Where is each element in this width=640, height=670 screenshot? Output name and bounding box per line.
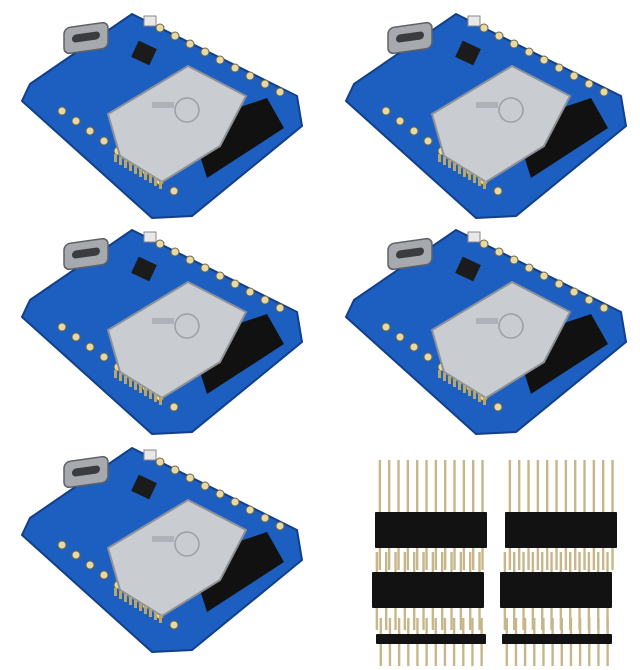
header-plastic <box>375 512 487 548</box>
board-1 <box>20 12 304 220</box>
header-plastic <box>372 572 484 608</box>
usb-chip <box>131 256 157 282</box>
esp32-module <box>430 64 572 184</box>
usb-chip <box>455 256 481 282</box>
header-plastic <box>376 634 486 644</box>
header-plastic <box>502 634 612 644</box>
esp32-module <box>106 280 248 400</box>
board-2 <box>344 12 628 220</box>
usb-chip <box>455 40 481 66</box>
esp32-module <box>430 280 572 400</box>
reset-button <box>467 15 481 27</box>
usb-chip <box>131 474 157 500</box>
header-long-2 <box>505 460 617 570</box>
header-long-1 <box>375 460 487 570</box>
reset-button <box>143 15 157 27</box>
header-short-2 <box>502 618 612 666</box>
board-3 <box>20 228 304 436</box>
header-plastic <box>500 572 612 608</box>
reset-button <box>143 231 157 243</box>
reset-button <box>143 449 157 461</box>
board-5 <box>20 446 304 654</box>
reset-button <box>467 231 481 243</box>
usb-chip <box>131 40 157 66</box>
header-mid-2 <box>500 552 612 630</box>
header-plastic <box>505 512 617 548</box>
header-short-1 <box>376 618 486 666</box>
esp32-module <box>106 498 248 618</box>
board-4 <box>344 228 628 436</box>
esp32-module <box>106 64 248 184</box>
header-mid-1 <box>372 552 484 630</box>
